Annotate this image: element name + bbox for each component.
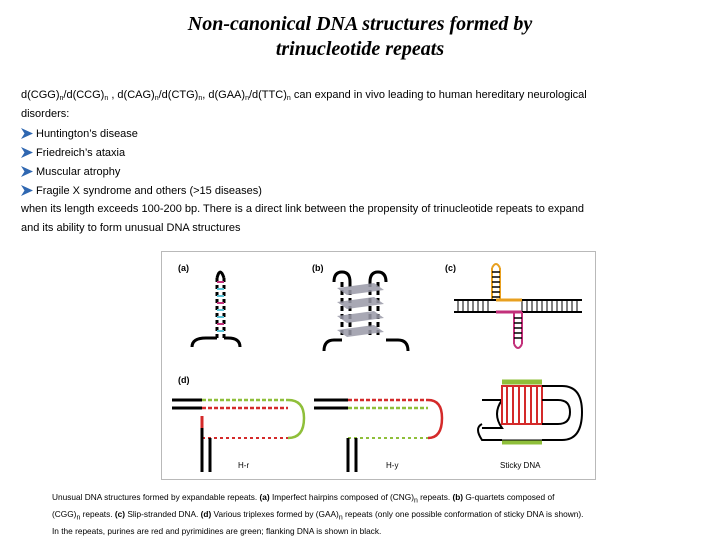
arrow-bullet-icon	[21, 147, 34, 158]
arrow-bullet-icon	[21, 128, 34, 139]
triplex-hr-diagram	[172, 398, 306, 472]
caption-line3: In the repeats, purines are red and pyri…	[52, 526, 382, 537]
figure-caption: Unusual DNA structures formed by expanda…	[52, 491, 692, 538]
panel-label-d: (d)	[178, 375, 190, 385]
conclusion-line1: when its length exceeds 100-200 bp. Ther…	[21, 203, 584, 215]
sublabel-sticky: Sticky DNA	[500, 461, 541, 470]
slide-title-line2: trinucleotide repeats	[275, 38, 445, 60]
sublabel-hr: H-r	[238, 461, 250, 470]
panel-label-a: (a)	[178, 263, 189, 273]
slip-stranded-diagram	[454, 263, 582, 349]
panel-label-c: (c)	[445, 263, 456, 273]
g-quartet-diagram	[322, 270, 410, 352]
arrow-bullet-icon	[21, 185, 34, 196]
sticky-dna-diagram	[477, 379, 584, 445]
caption-line2: (CGG)n repeats. (c) Slip-stranded DNA. (…	[52, 509, 584, 522]
dna-structures-figure: (a) (b) (c) (d) H-r H-y Sticky DNA	[161, 251, 596, 480]
list-item: Fragile X syndrome and others (>15 disea…	[21, 181, 421, 200]
caption-line1: Unusual DNA structures formed by expanda…	[52, 492, 555, 505]
hairpin-diagram	[190, 270, 242, 348]
slide-title-line1: Non-canonical DNA structures formed by	[187, 13, 533, 35]
list-item: Muscular atrophy	[21, 162, 421, 181]
arrow-bullet-icon	[21, 166, 34, 177]
intro-line2: disorders:	[21, 108, 70, 120]
panel-label-b: (b)	[312, 263, 324, 273]
list-item: Friedreich’s ataxia	[21, 143, 421, 162]
triplex-hy-diagram	[314, 398, 444, 472]
sublabel-hy: H-y	[386, 461, 399, 470]
intro-line1: d(CGG)n/d(CCG)n , d(CAG)n/d(CTG)n, d(GAA…	[21, 89, 587, 102]
conclusion-line2: and its ability to form unusual DNA stru…	[21, 222, 241, 234]
disease-list: Huntington’s disease Friedreich’s ataxia…	[21, 124, 421, 200]
figure-drawing	[172, 263, 584, 472]
list-item: Huntington’s disease	[21, 124, 421, 143]
